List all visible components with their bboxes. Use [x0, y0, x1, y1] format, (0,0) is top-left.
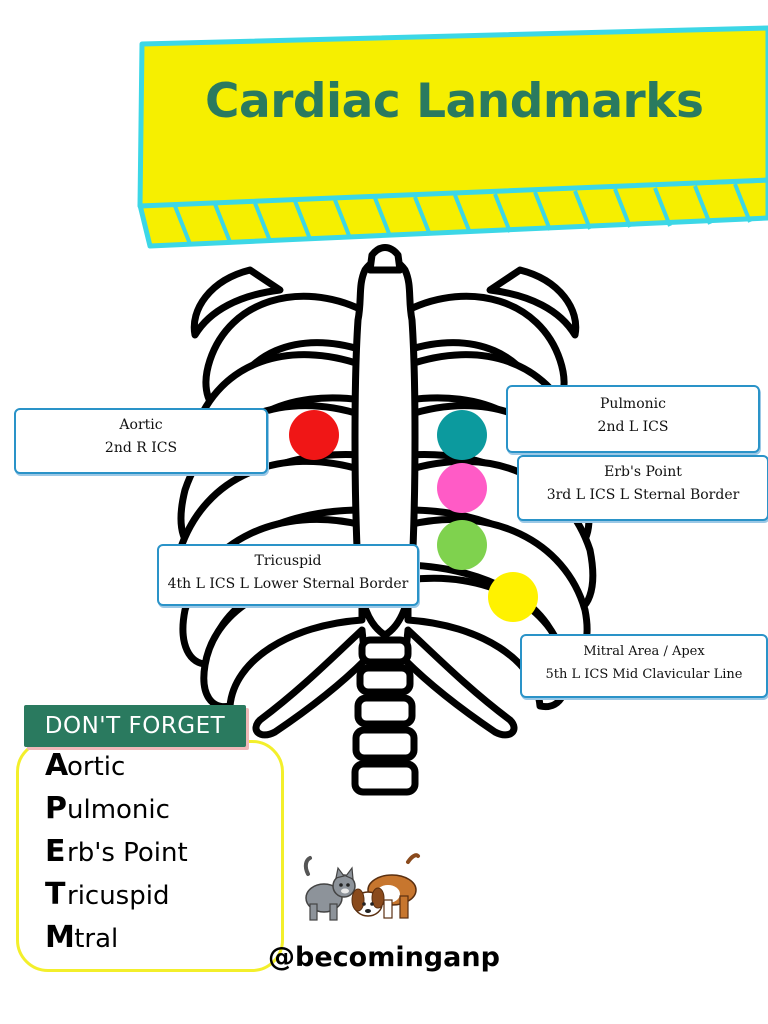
mnemonic-letter: M — [45, 920, 75, 955]
tricuspid-location: 4th L ICS L Lower Sternal Border — [167, 576, 409, 592]
title-banner — [137, 25, 768, 249]
tricuspid-name: Tricuspid — [254, 553, 322, 569]
pulmonic-location: 2nd L ICS — [597, 419, 669, 435]
pulmonic-dot — [437, 410, 487, 460]
aortic-label: Aortic 2nd R ICS — [14, 408, 268, 474]
mitral-name: Mitral Area / Apex — [583, 644, 705, 659]
tricuspid-dot — [437, 520, 487, 570]
mnemonic-rest: rb's Point — [67, 838, 188, 868]
erbs-point-location: 3rd L ICS L Sternal Border — [546, 487, 740, 503]
mitral-dot — [488, 572, 538, 622]
mnemonic-item: Mitral — [45, 920, 188, 963]
mnemonic-rest: ortic — [67, 752, 126, 782]
mnemonic-list: Aortic Pulmonic Erb's Point Tricuspid Mi… — [45, 748, 188, 963]
mnemonic-item: Erb's Point — [45, 834, 188, 877]
pets-illustration — [303, 853, 420, 921]
mnemonic-letter: P — [45, 791, 67, 826]
mnemonic-letter: T — [45, 877, 66, 912]
dont-forget-heading: DON'T FORGET — [24, 705, 246, 747]
mnemonic-item: Tricuspid — [45, 877, 188, 920]
mnemonic-rest: ulmonic — [67, 795, 170, 825]
mnemonic-rest: ricuspid — [67, 881, 170, 911]
social-handle: @becominganp — [268, 942, 500, 973]
mnemonic-item: Pulmonic — [45, 791, 188, 834]
pulmonic-label: Pulmonic 2nd L ICS — [506, 385, 760, 453]
erbs-point-name: Erb's Point — [604, 464, 682, 480]
mnemonic-rest: itral — [67, 924, 119, 954]
erbs-point-label: Erb's Point 3rd L ICS L Sternal Border — [517, 455, 768, 521]
tricuspid-label: Tricuspid 4th L ICS L Lower Sternal Bord… — [157, 544, 419, 606]
page-title: Cardiac Landmarks — [205, 74, 704, 129]
aortic-dot — [289, 410, 339, 460]
mitral-label: Mitral Area / Apex 5th L ICS Mid Clavicu… — [520, 634, 768, 698]
mnemonic-letter: E — [45, 834, 66, 869]
erbs-point-dot — [437, 463, 487, 513]
pulmonic-name: Pulmonic — [600, 396, 666, 412]
cat-icon — [303, 856, 356, 921]
dog-icon — [351, 853, 420, 919]
aortic-location: 2nd R ICS — [104, 440, 178, 456]
aortic-name: Aortic — [119, 417, 163, 433]
mitral-location: 5th L ICS Mid Clavicular Line — [545, 667, 743, 682]
mnemonic-letter: A — [45, 748, 69, 783]
mnemonic-item: Aortic — [45, 748, 188, 791]
